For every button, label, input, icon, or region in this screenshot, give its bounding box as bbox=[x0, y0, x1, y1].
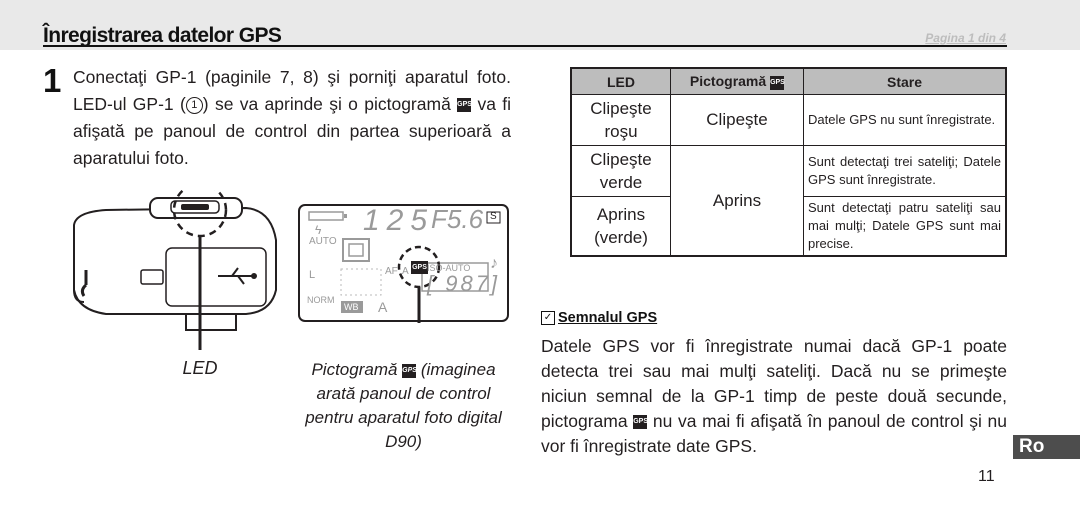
af-mode-indicator: A bbox=[402, 266, 409, 277]
gps-icon: GPS bbox=[770, 75, 785, 90]
shutter-speed-readout: 125 bbox=[363, 204, 435, 237]
pictogram-caption: Pictogramă GPS (imaginea arată panoul de… bbox=[305, 360, 502, 451]
table-row: Clipeşte verde Aprins Sunt detectaţi tre… bbox=[570, 145, 1007, 257]
note-body: Datele GPS vor fi înregistrate numai dac… bbox=[541, 336, 1007, 456]
beep-icon: ♪ bbox=[490, 255, 498, 272]
table-header-row: LED Pictogramă GPS Stare bbox=[570, 67, 1007, 95]
cell-led: Aprins (verde) bbox=[570, 196, 671, 257]
cell-stare: Sunt detectaţi trei sateliţi; Datele GPS… bbox=[803, 145, 1007, 197]
gps-icon: GPS bbox=[633, 415, 648, 430]
iso-auto-indicator: ISO-AUTO bbox=[427, 263, 471, 273]
led-caption: LED bbox=[182, 358, 218, 378]
page-reference: Pagina 1 din 4 bbox=[925, 31, 1006, 45]
cell-pictogram: Clipeşte bbox=[670, 94, 804, 146]
page-title: Înregistrarea datelor GPS bbox=[43, 24, 282, 47]
header-band bbox=[0, 0, 1080, 50]
gps-icon: GPS bbox=[402, 363, 417, 378]
control-panel-illustration: 125 F5.6 S ϟ AUTO L NORM WB A AF A GPS I… bbox=[297, 203, 510, 323]
checkmark-icon: ✓ bbox=[541, 311, 555, 326]
note-title: ✓Semnalul GPS bbox=[541, 310, 657, 326]
gps-icon: GPS bbox=[412, 264, 427, 271]
header-pictogram: Pictogramă GPS bbox=[670, 67, 804, 95]
aperture-readout: F5.6 bbox=[431, 204, 484, 234]
mode-indicator: S bbox=[490, 211, 497, 222]
cell-stare: Sunt detectaţi patru sateliţi sau mai mu… bbox=[803, 196, 1007, 257]
wb-auto-indicator: A bbox=[378, 299, 388, 315]
page-number: 11 bbox=[978, 468, 995, 485]
frame-count-readout: [ 987] bbox=[427, 271, 501, 296]
title-rule bbox=[43, 45, 1007, 47]
auto-indicator: AUTO bbox=[309, 236, 337, 247]
gps-status-table: LED Pictogramă GPS Stare Clipeşte roşu C… bbox=[570, 67, 1007, 257]
cell-stare: Datele GPS nu sunt înregistrate. bbox=[803, 94, 1007, 146]
cell-pictogram: Aprins bbox=[670, 145, 804, 257]
step-text: Conectaţi GP-1 (paginile 7, 8) şi porniţ… bbox=[73, 67, 511, 168]
header-stare: Stare bbox=[803, 67, 1007, 95]
header-led: LED bbox=[570, 67, 671, 95]
callout-number-icon: 1 bbox=[185, 96, 203, 114]
step-number: 1 bbox=[43, 62, 62, 99]
flash-icon: ϟ bbox=[315, 223, 322, 237]
gps-icon: GPS bbox=[457, 98, 472, 113]
language-tab: Ro bbox=[1013, 435, 1080, 459]
cell-led: Clipeşte verde bbox=[570, 145, 671, 197]
wb-indicator: WB bbox=[344, 302, 359, 312]
camera-gps-illustration bbox=[73, 190, 277, 350]
af-indicator: AF bbox=[385, 266, 398, 277]
image-size-indicator: L bbox=[309, 269, 316, 281]
control-panel-lcd bbox=[298, 204, 509, 323]
cell-led: Clipeşte roşu bbox=[570, 94, 671, 146]
table-row: Aprins (verde) Sunt detectaţi patru sate… bbox=[570, 196, 1007, 257]
quality-indicator: NORM bbox=[307, 295, 335, 305]
table-row: Clipeşte roşu Clipeşte Datele GPS nu sun… bbox=[570, 94, 1007, 146]
